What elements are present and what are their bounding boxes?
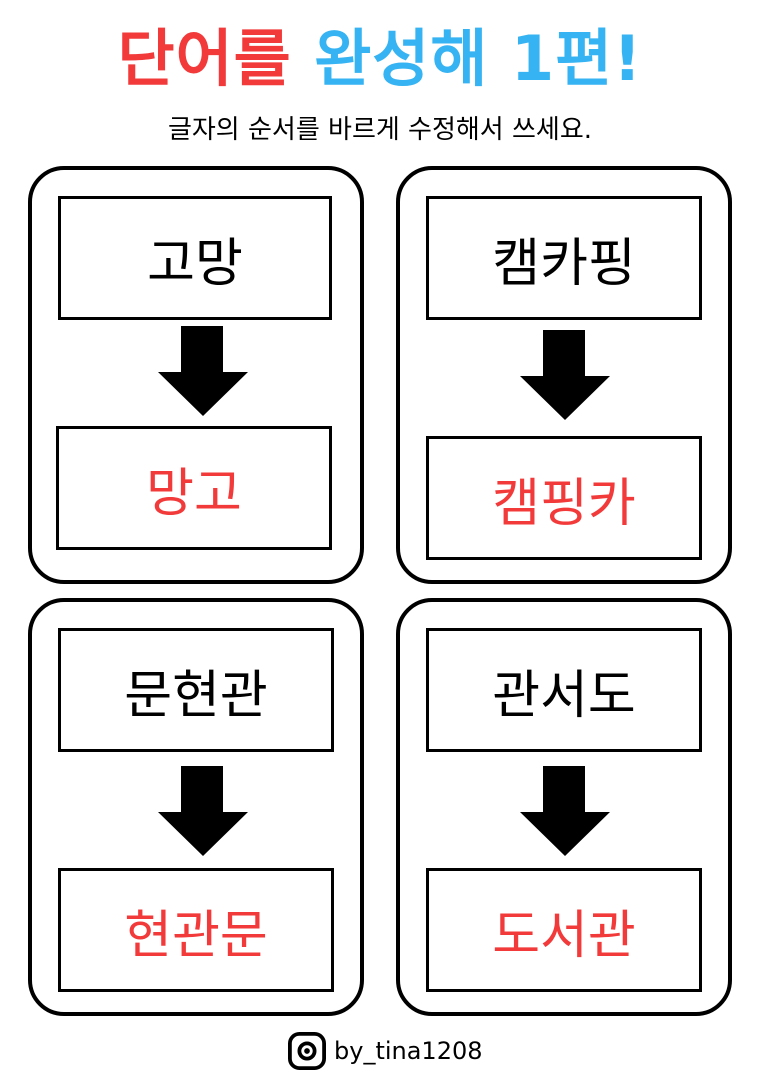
- page-title: 단어를 완성해 1편!: [0, 14, 760, 104]
- down-arrow-icon: [520, 330, 610, 420]
- question-box-1: 고망: [58, 196, 332, 320]
- answer-box-1: 망고: [56, 426, 332, 550]
- answer-box-2: 캠핑카: [426, 436, 702, 560]
- footer-credit: by_tina1208: [288, 1030, 483, 1072]
- instruction-text: 글자의 순서를 바르게 수정해서 쓰세요.: [167, 115, 593, 145]
- title-part-red: 단어를: [117, 22, 292, 95]
- question-box-2: 캠카핑: [426, 196, 702, 320]
- answer-box-4: 도서관: [426, 868, 702, 992]
- question-box-3: 문현관: [58, 628, 334, 752]
- down-arrow-icon: [158, 326, 248, 416]
- title-part-blue: 완성해 1편!: [314, 22, 643, 95]
- instagram-icon: [288, 1032, 326, 1070]
- answer-box-3: 현관문: [58, 868, 334, 992]
- question-box-4: 관서도: [426, 628, 702, 752]
- down-arrow-icon: [520, 766, 610, 856]
- author-handle: by_tina1208: [334, 1037, 483, 1065]
- down-arrow-icon: [158, 766, 248, 856]
